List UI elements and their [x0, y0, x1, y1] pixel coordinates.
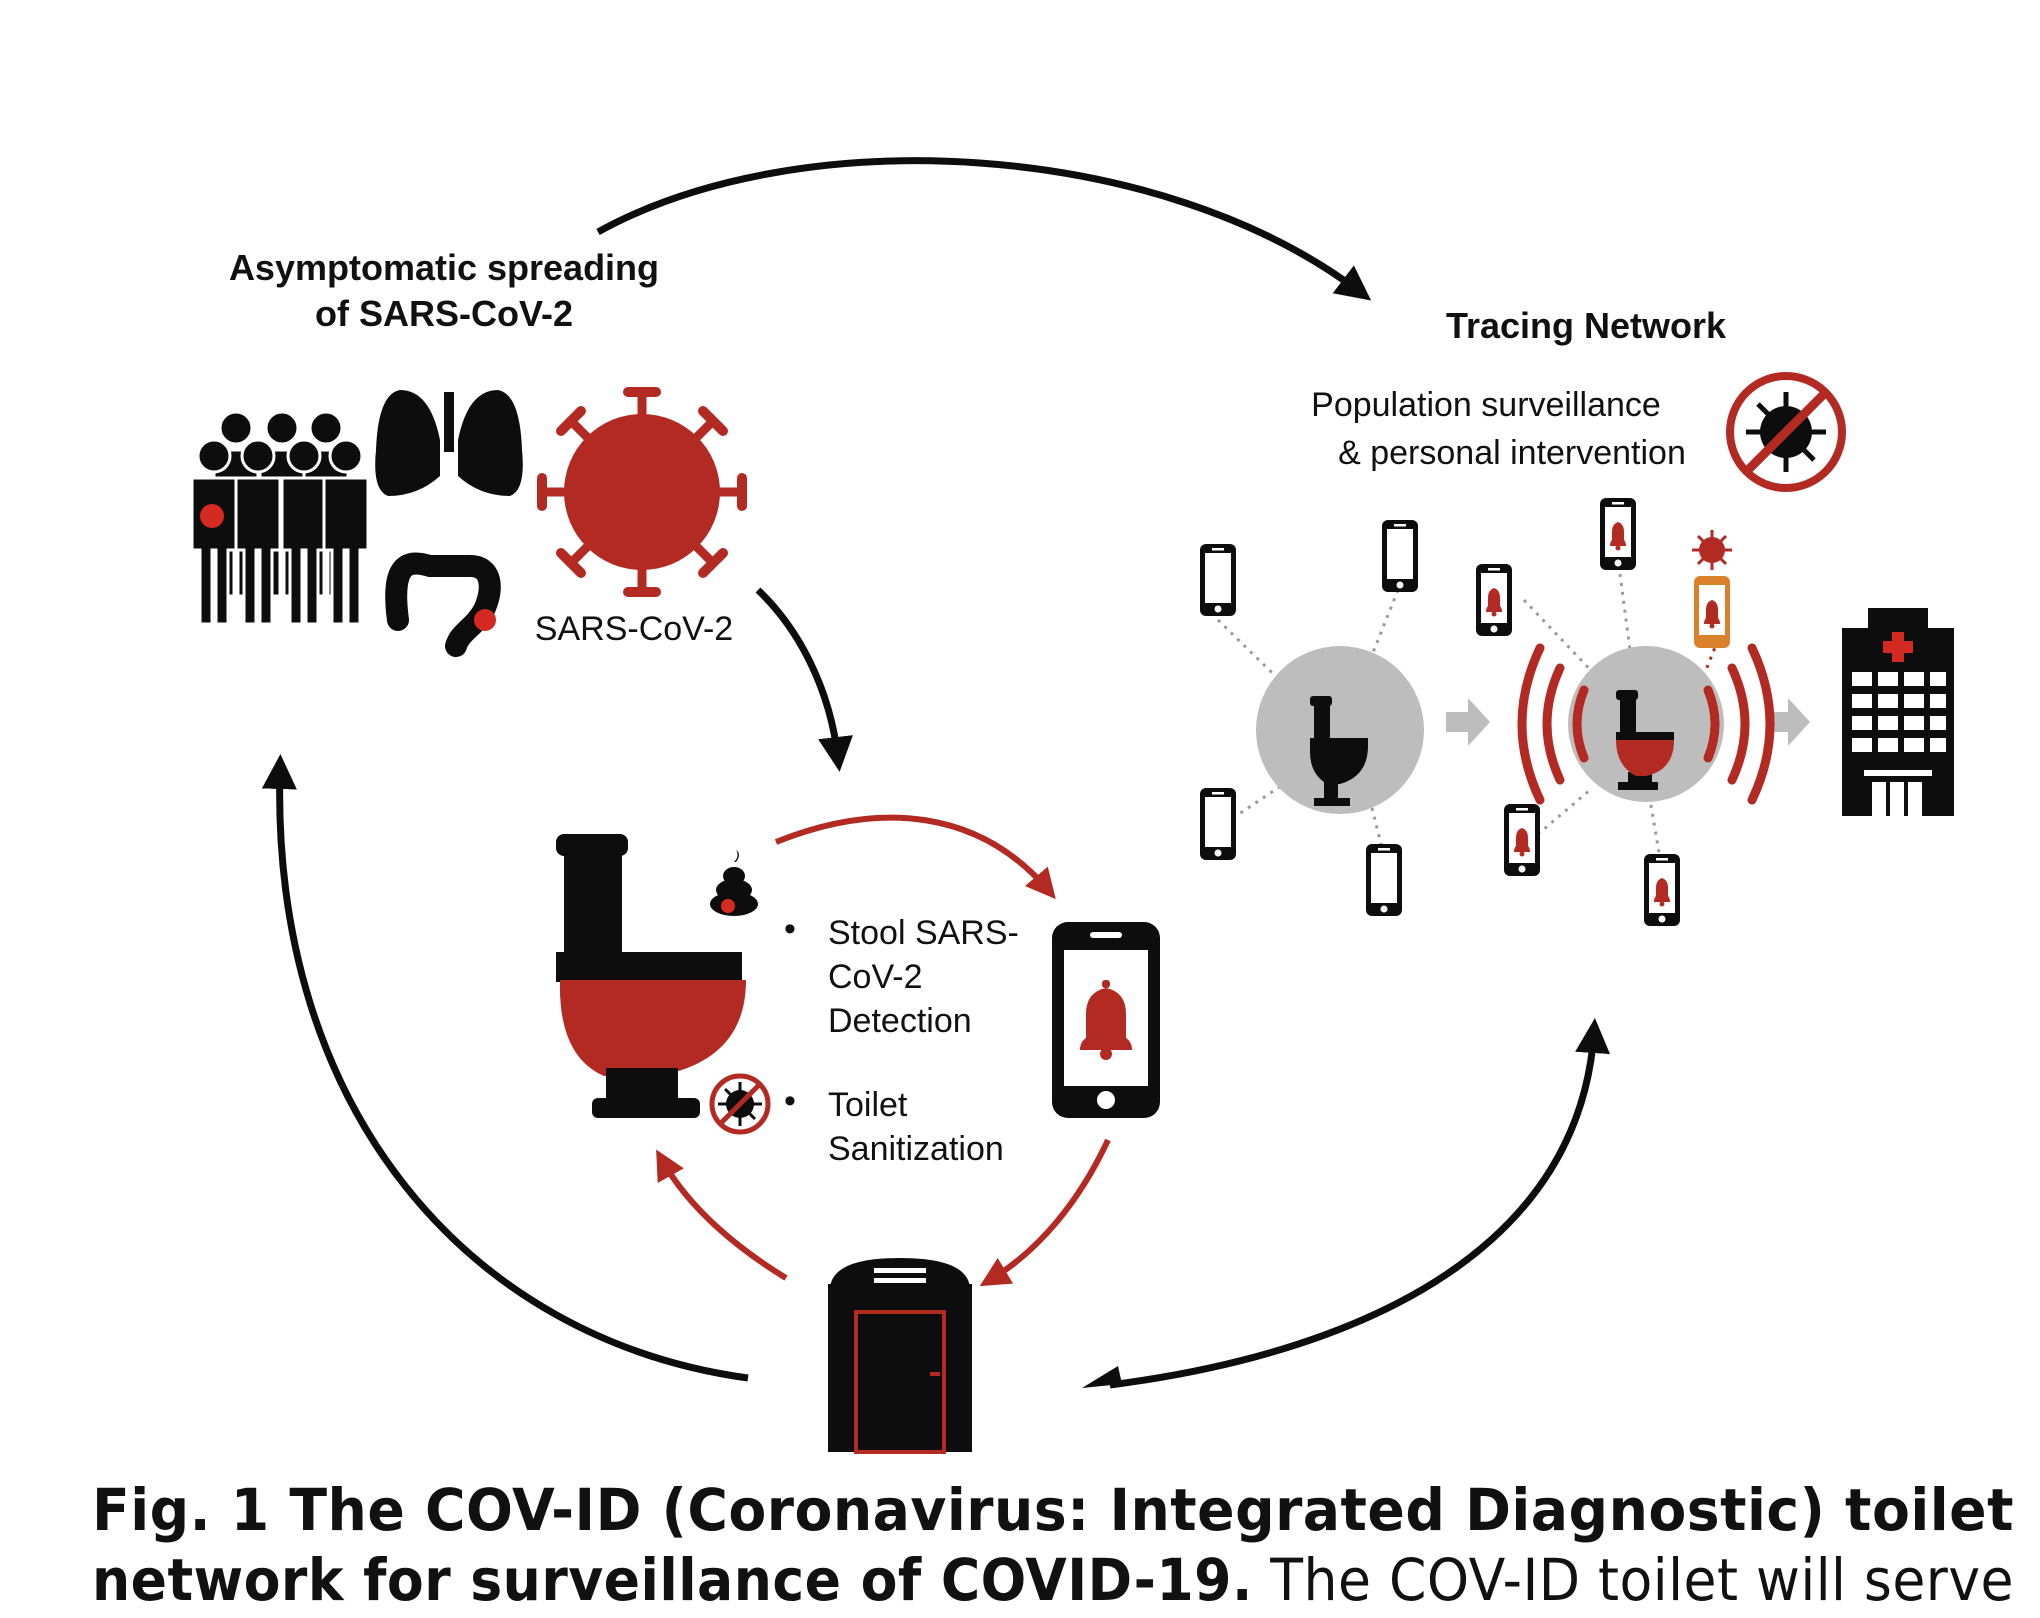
phone-icon [1200, 544, 1236, 616]
arrow-top [596, 157, 1372, 301]
arrow-bottom-right-head [1082, 1366, 1122, 1388]
tracing-subtitle-line1: Population surveillance [1311, 386, 1661, 424]
figure-caption-line2-bold: network for surveillance of COVID-19. [92, 1546, 1253, 1614]
figure-caption-line2: network for surveillance of COVID-19. Th… [92, 1546, 2014, 1614]
phone-icon [1200, 788, 1236, 860]
phone-icon [1382, 520, 1418, 592]
bullet-1: • [784, 910, 796, 948]
no-virus-icon [1726, 372, 1846, 492]
stool-virus-marker-icon [721, 899, 735, 913]
alert-phone-small-icon [1600, 498, 1636, 570]
virus-label: SARS-CoV-2 [535, 610, 733, 648]
spreading-title-line1: Asymptomatic spreading [229, 247, 659, 288]
figure-caption-line2-regular: The COV-ID toilet will serve [1253, 1546, 2014, 1614]
arrow-left [261, 754, 749, 1382]
sanitization-icon [709, 1073, 771, 1135]
tracing-title: Tracing Network [1446, 305, 1727, 346]
infection-site-icon [474, 609, 496, 631]
feature-stool-line2: CoV-2 [828, 958, 923, 996]
intestine-icon [385, 552, 501, 657]
feature-stool-line3: Detection [828, 1002, 972, 1040]
red-arrow-booth-to-toilet [656, 1149, 788, 1281]
feature-sanitization-line2: Sanitization [828, 1130, 1004, 1168]
red-arrow-phone-to-booth [979, 1138, 1111, 1287]
small-virus-icon [1692, 530, 1732, 570]
toilet-icon [556, 834, 746, 1118]
phone-icon [1366, 844, 1402, 916]
alert-link [1692, 639, 1720, 701]
alert-phone-small-icon [1504, 804, 1540, 876]
infected-marker-icon [200, 504, 224, 528]
hospital-icon [1842, 608, 1954, 816]
flow-arrow-1-icon [1446, 698, 1490, 746]
red-arrow-toilet-to-phone [774, 814, 1056, 900]
toilet-hub-1 [1256, 646, 1424, 814]
alert-phone-small-icon [1476, 564, 1512, 636]
alert-phone-small-icon [1644, 854, 1680, 926]
feature-stool-line1: Stool SARS- [828, 914, 1019, 952]
portable-toilet-booth-icon [828, 1258, 972, 1454]
lungs-icon [375, 390, 523, 496]
arrow-virus-to-toilet [755, 587, 853, 772]
alert-phone-icon [1052, 922, 1160, 1118]
figure-caption-line1: Fig. 1 The COV-ID (Coronavirus: Integrat… [92, 1476, 2014, 1544]
flow-arrow-2-icon [1766, 698, 1810, 746]
spreading-title-line2: of SARS-CoV-2 [315, 293, 573, 334]
bullet-2: • [784, 1082, 796, 1120]
infected-phone-icon [1694, 576, 1730, 648]
virus-icon [537, 387, 747, 597]
toilet-hub-2-alert [1517, 643, 1775, 805]
feature-sanitization-line1: Toilet [828, 1086, 908, 1124]
tracing-subtitle-line2: & personal intervention [1338, 434, 1686, 472]
arrow-bottom-right [1109, 1018, 1611, 1389]
